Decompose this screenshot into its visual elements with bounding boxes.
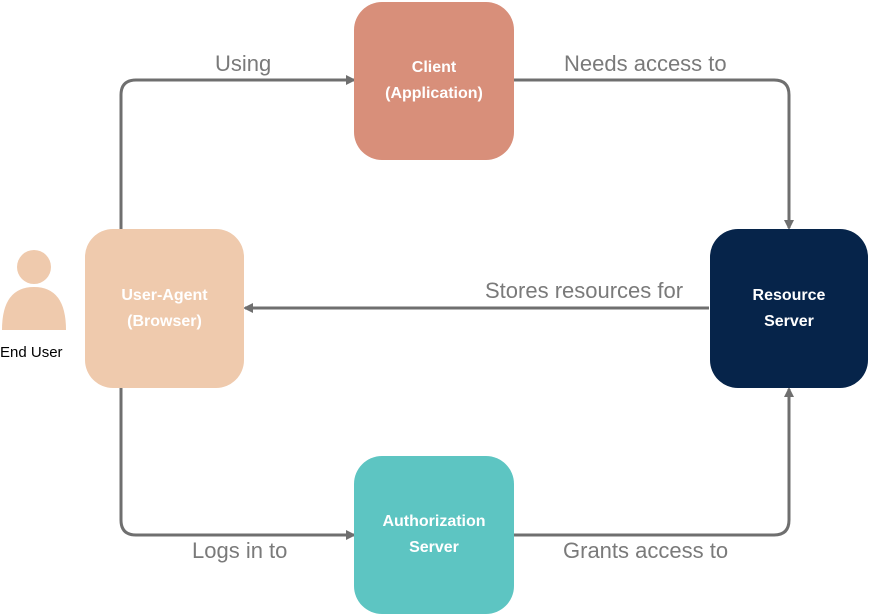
resource-server-node-subtitle: Server bbox=[764, 312, 814, 330]
resource-server-node: Resource Server bbox=[710, 229, 868, 388]
user-agent-node: User-Agent (Browser) bbox=[85, 229, 244, 388]
user-agent-node-title: User-Agent bbox=[121, 286, 208, 304]
edge-using bbox=[119, 75, 356, 229]
resource-server-node-title: Resource bbox=[752, 286, 826, 304]
person-icon bbox=[2, 250, 66, 330]
authorization-server-node-subtitle: Server bbox=[409, 539, 459, 556]
client-node-subtitle: (Application) bbox=[385, 85, 483, 102]
edge-logs-in-to bbox=[119, 388, 356, 540]
edge-label-logs-in-to: Logs in to bbox=[192, 538, 288, 563]
user-agent-node-subtitle: (Browser) bbox=[127, 312, 202, 330]
edge-label-stores-resources-for: Stores resources for bbox=[485, 278, 684, 303]
authorization-server-node: Authorization Server bbox=[354, 456, 514, 614]
edge-label-using: Using bbox=[215, 51, 272, 76]
client-node: Client (Application) bbox=[354, 2, 514, 160]
edge-label-needs-access-to: Needs access to bbox=[564, 51, 727, 76]
authorization-server-node-title: Authorization bbox=[382, 513, 486, 530]
edge-grants-access-to bbox=[514, 387, 794, 537]
end-user-label: End User bbox=[0, 344, 63, 361]
edge-needs-access-to bbox=[514, 78, 794, 230]
edge-label-grants-access-to: Grants access to bbox=[563, 538, 729, 563]
client-node-title: Client bbox=[411, 59, 457, 76]
